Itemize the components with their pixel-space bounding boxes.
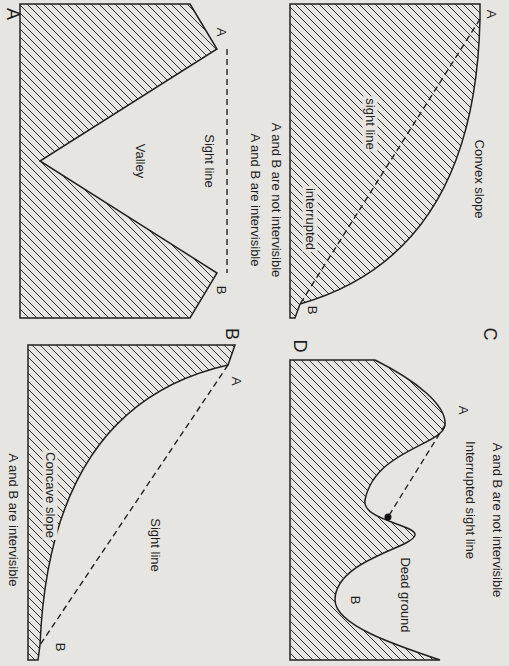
sight-line-label: Sight line (148, 518, 163, 571)
concave-ground (28, 345, 235, 660)
panel-letter: B (222, 328, 242, 340)
interruption-dot (385, 514, 392, 521)
point-label: B (53, 643, 68, 652)
point-label: A (456, 406, 471, 415)
sight-line-label: Interrupted sight line (463, 441, 478, 559)
valley-label: Valley (133, 144, 148, 178)
point-label: B (305, 306, 320, 315)
caption: A and B are not intervisible (269, 123, 284, 278)
sight-line (300, 19, 480, 304)
slope-label: Convex slope (472, 140, 487, 219)
sight-line (388, 425, 445, 517)
panel-letter: D (290, 340, 310, 353)
point-label: A (214, 28, 229, 37)
sight-line (40, 365, 228, 645)
caption: A and B are intervisible (6, 454, 21, 587)
caption: A and B are not intervisible (490, 443, 505, 598)
point-label: A (229, 377, 244, 386)
valley-ground (20, 4, 217, 318)
dead-ground-label: Dead ground (398, 557, 413, 632)
slope-label: Concave slope (43, 450, 58, 540)
sight-line (226, 49, 227, 273)
caption: A and B are intervisible (248, 134, 263, 267)
sight-line-label: sight line (363, 96, 378, 151)
convex-ground (290, 4, 480, 318)
point-label: A (484, 10, 499, 19)
point-label: B (214, 286, 229, 295)
dead-ground-profile (290, 360, 445, 660)
panel-letter: A (3, 8, 23, 20)
interrupted-label: interrupted (303, 186, 318, 252)
sight-line-label: Sight line (202, 134, 217, 187)
panel-letter: C (480, 328, 500, 341)
point-label: B (348, 596, 363, 605)
